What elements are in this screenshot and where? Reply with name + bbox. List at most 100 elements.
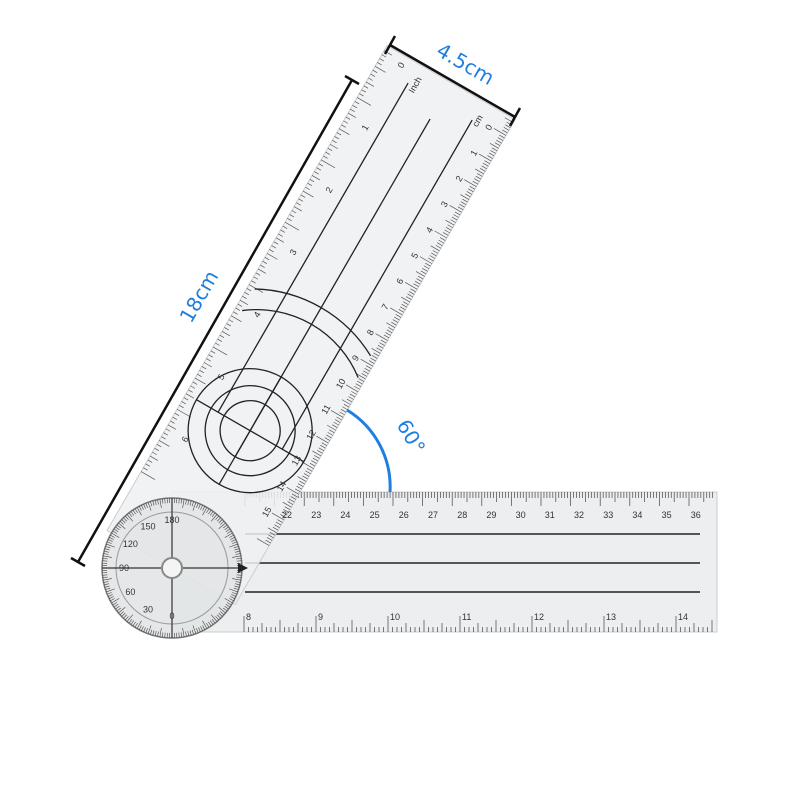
tick	[191, 501, 194, 507]
tick	[215, 515, 220, 520]
tick	[218, 519, 223, 524]
cm-label: 0	[483, 123, 494, 132]
tick	[185, 393, 195, 399]
tick	[161, 498, 164, 504]
tick	[312, 450, 322, 457]
cm-label: 2	[454, 174, 465, 183]
tick	[244, 292, 250, 296]
tick	[275, 521, 282, 526]
tick	[305, 470, 311, 475]
tick	[106, 541, 112, 544]
tick	[182, 628, 185, 637]
tick	[326, 434, 332, 439]
tick	[104, 583, 110, 586]
tick	[134, 508, 138, 514]
tick	[297, 476, 307, 482]
guide-line	[281, 119, 473, 450]
tick	[251, 280, 256, 284]
tick	[107, 594, 113, 597]
tick	[199, 369, 205, 374]
tick	[145, 628, 148, 634]
tick	[102, 576, 108, 579]
tick	[115, 605, 120, 610]
tick	[102, 560, 108, 562]
tick	[271, 245, 277, 249]
tick	[218, 522, 226, 530]
tick	[128, 619, 133, 624]
tick	[404, 281, 418, 290]
tick	[102, 574, 108, 576]
tick	[230, 537, 236, 540]
tick	[232, 555, 241, 558]
tick	[379, 58, 385, 62]
tick	[246, 288, 252, 292]
cm-label: 14	[275, 479, 289, 493]
tick	[108, 537, 114, 540]
tick	[219, 334, 225, 339]
tick	[489, 142, 499, 149]
tick	[381, 54, 387, 58]
cm-label: 25	[370, 510, 380, 520]
tick	[210, 614, 218, 622]
tick	[454, 211, 461, 216]
tick	[154, 500, 157, 506]
tick	[297, 483, 304, 487]
tick	[112, 530, 118, 534]
tick	[192, 502, 197, 511]
cm-label: 7	[380, 302, 391, 311]
tick	[182, 499, 185, 508]
inch-label: 9	[318, 612, 323, 622]
tick	[157, 631, 159, 637]
tick	[226, 530, 232, 534]
tick	[202, 625, 206, 630]
tick	[187, 630, 190, 636]
cm-label: 33	[603, 510, 613, 520]
tick	[341, 399, 351, 405]
tick	[206, 358, 211, 362]
tick	[314, 455, 320, 459]
tick	[113, 604, 119, 608]
tick	[354, 385, 360, 390]
tick	[445, 219, 455, 226]
tick	[289, 498, 295, 503]
tick	[107, 539, 113, 542]
cm-label: 27	[428, 510, 438, 520]
cm-label: 11	[319, 403, 332, 416]
tick	[161, 632, 164, 638]
tick	[209, 511, 214, 516]
tick	[103, 578, 112, 581]
tick	[152, 630, 155, 636]
tick	[210, 350, 216, 354]
cm-label: 4	[424, 225, 435, 234]
tick	[136, 620, 142, 629]
tick	[112, 602, 118, 606]
tick	[123, 614, 128, 619]
tick	[370, 73, 376, 77]
tick	[407, 293, 413, 298]
tick	[116, 607, 121, 612]
inch-label: 0	[396, 61, 407, 70]
tick	[309, 179, 315, 183]
cm-label: 12	[304, 428, 318, 442]
tick	[154, 630, 157, 636]
tick	[224, 532, 233, 538]
tick	[170, 420, 175, 424]
tick	[218, 612, 223, 617]
tick	[104, 585, 110, 588]
tick	[266, 537, 273, 541]
tick	[282, 501, 292, 508]
tick	[271, 512, 285, 521]
tick	[233, 587, 239, 590]
tick	[217, 338, 223, 342]
tick	[103, 553, 109, 555]
tick	[365, 365, 372, 370]
tick	[312, 457, 319, 462]
tick	[226, 323, 232, 327]
tick	[211, 512, 216, 517]
tick	[268, 534, 274, 539]
tick	[132, 509, 136, 515]
tick	[460, 201, 467, 205]
tick	[188, 389, 193, 393]
tick	[230, 596, 236, 599]
